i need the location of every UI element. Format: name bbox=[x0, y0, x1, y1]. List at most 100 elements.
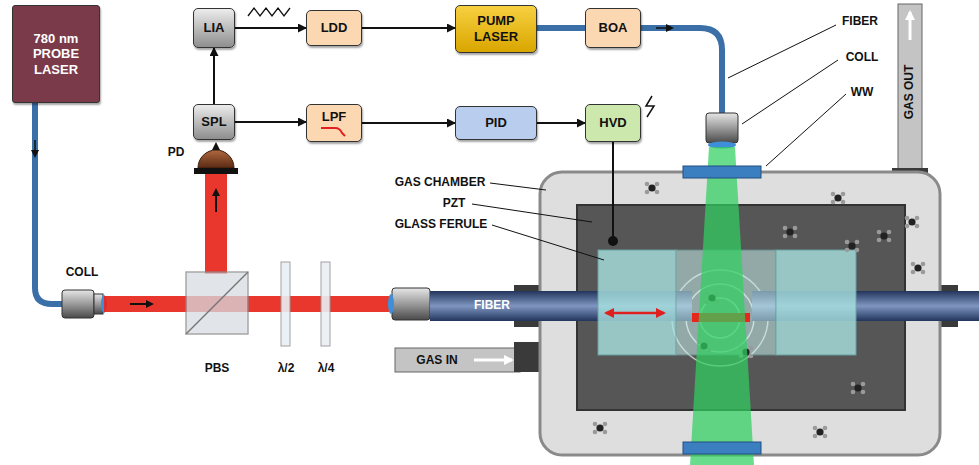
part-label: FIBER bbox=[842, 15, 878, 28]
splitter-box: SPL bbox=[193, 104, 235, 140]
box-label: HVD bbox=[599, 115, 626, 131]
leader-line bbox=[766, 94, 846, 166]
part-label: GAS IN bbox=[416, 354, 457, 367]
leader-line bbox=[490, 183, 546, 190]
signal-arrow bbox=[235, 121, 306, 123]
collimator bbox=[62, 290, 107, 318]
wedged-window bbox=[683, 166, 761, 454]
gas-molecule bbox=[813, 426, 828, 439]
gas-molecule bbox=[905, 216, 920, 229]
pump-beam bbox=[690, 147, 754, 465]
box-label: LIA bbox=[204, 20, 225, 36]
signal-arrow bbox=[235, 27, 306, 29]
gas-molecule bbox=[877, 230, 892, 243]
photodiode bbox=[198, 150, 234, 168]
box-label: LDD bbox=[321, 20, 348, 36]
lowpass-symbol bbox=[321, 128, 345, 136]
part-label: PD bbox=[168, 146, 185, 159]
part-label: λ/4 bbox=[318, 362, 335, 375]
probe-fiber bbox=[35, 103, 66, 304]
glass-ferrule bbox=[598, 250, 676, 355]
driver-box: HVD bbox=[585, 104, 641, 142]
collimator bbox=[706, 113, 738, 149]
part-label: GAS CHAMBER bbox=[395, 176, 486, 189]
box-label: 780 nm PROBE LASER bbox=[21, 31, 91, 78]
box-label: SPL bbox=[201, 114, 226, 130]
pump-fiber bbox=[641, 28, 722, 115]
leader-line bbox=[492, 225, 604, 260]
part-label: GAS OUT bbox=[903, 65, 916, 120]
gas-molecule bbox=[845, 240, 860, 253]
wedged-window bbox=[683, 166, 761, 178]
laser-beam bbox=[205, 174, 227, 274]
collimator bbox=[388, 294, 394, 314]
collimator bbox=[392, 288, 430, 320]
photodiode bbox=[194, 144, 238, 174]
signal-wire bbox=[248, 8, 654, 246]
glass-ferrule bbox=[776, 250, 856, 355]
fiber-connector bbox=[537, 25, 585, 31]
gas-molecule bbox=[783, 226, 798, 239]
gas-molecule bbox=[831, 192, 846, 205]
gas-molecule bbox=[851, 382, 866, 395]
part-label: PZT bbox=[443, 197, 466, 210]
filter-box: LPF bbox=[306, 104, 362, 142]
box-label: BOA bbox=[599, 20, 628, 36]
waveplate bbox=[281, 262, 330, 346]
photodiode bbox=[215, 144, 217, 150]
signal-arrow bbox=[213, 48, 215, 104]
waveplate bbox=[321, 262, 330, 346]
wedged-window bbox=[683, 442, 761, 454]
part-label: FIBER bbox=[474, 299, 510, 312]
pump-fiber bbox=[656, 27, 672, 29]
lowpass-symbol bbox=[319, 125, 349, 137]
gas-outlet bbox=[898, 4, 922, 174]
beam-splitter bbox=[186, 272, 248, 334]
pump-fiber bbox=[641, 28, 722, 115]
collimator bbox=[706, 113, 738, 143]
part-label: COLL bbox=[846, 51, 879, 64]
leader-line bbox=[472, 25, 846, 260]
leader-line bbox=[472, 204, 592, 222]
laser-beam bbox=[215, 190, 217, 212]
signal-wire bbox=[646, 96, 654, 117]
signal-arrow bbox=[362, 27, 455, 29]
box-label: LPF bbox=[322, 109, 347, 125]
gas-outlet bbox=[909, 12, 912, 40]
gas-outlet bbox=[898, 4, 922, 174]
beam-splitter bbox=[186, 272, 248, 334]
driver-box: LDD bbox=[306, 10, 362, 46]
signal-wire bbox=[608, 236, 618, 246]
signal-arrow bbox=[362, 122, 455, 124]
gas-molecule bbox=[911, 262, 926, 275]
probe-fiber bbox=[34, 140, 36, 156]
probe-fiber bbox=[35, 103, 66, 304]
part-label: λ/2 bbox=[278, 362, 295, 375]
gas-molecule bbox=[593, 422, 608, 435]
beam-splitter bbox=[186, 272, 248, 334]
part-label: GLASS FERULE bbox=[395, 218, 488, 231]
laser-box: 780 nm PROBE LASER bbox=[12, 5, 100, 103]
laser-box: PUMP LASER bbox=[455, 5, 537, 53]
controller-box: PID bbox=[455, 106, 537, 140]
box-label: PID bbox=[485, 115, 507, 131]
gas-inlet bbox=[395, 348, 520, 372]
signal-arrow bbox=[537, 122, 585, 124]
gas-molecule bbox=[593, 182, 926, 439]
gas-inlet bbox=[395, 348, 520, 372]
collimator bbox=[62, 290, 94, 318]
photodiode bbox=[194, 168, 238, 174]
gas-molecule bbox=[645, 182, 660, 195]
part-label: WW bbox=[851, 86, 874, 99]
laser-beam bbox=[130, 303, 152, 305]
collimator bbox=[388, 288, 430, 320]
leader-line bbox=[728, 25, 836, 78]
tuning-fork bbox=[606, 312, 664, 315]
amplifier-box: BOA bbox=[585, 8, 641, 48]
waveplate bbox=[281, 262, 290, 346]
pump-beam bbox=[690, 147, 754, 465]
gas-inlet bbox=[474, 359, 512, 362]
part-label: COLL bbox=[66, 266, 99, 279]
